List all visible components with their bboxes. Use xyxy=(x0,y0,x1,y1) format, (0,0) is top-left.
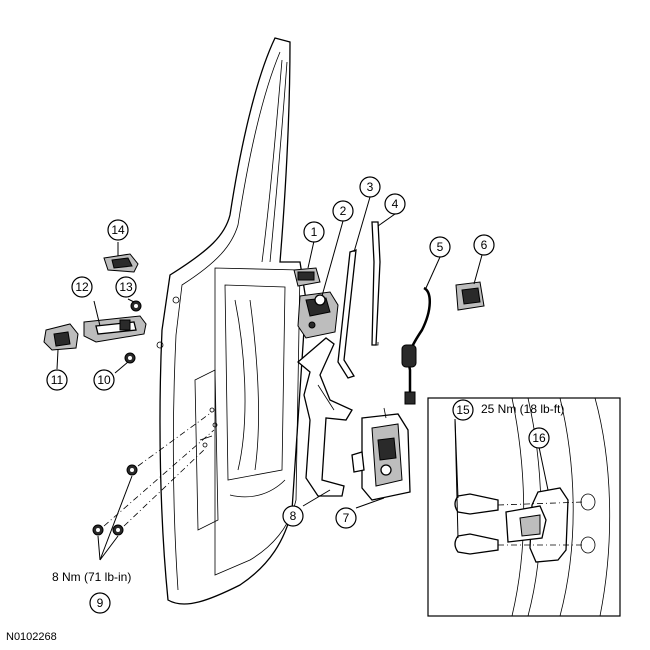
callout-5-label: 5 xyxy=(437,240,444,254)
part-11-handle-bezel xyxy=(43,323,79,351)
callout-13-label: 13 xyxy=(119,280,133,294)
part-6-switch xyxy=(455,281,485,311)
callout-1: 1 xyxy=(303,221,325,243)
callout-16-label: 16 xyxy=(532,431,546,445)
callout-9: 9 xyxy=(89,592,111,614)
door-shell xyxy=(156,37,307,605)
callout-5: 5 xyxy=(429,236,451,258)
callout-10: 10 xyxy=(93,369,115,391)
part-9-nuts xyxy=(92,411,215,536)
part-2-actuator xyxy=(297,291,339,339)
callout-3: 3 xyxy=(359,176,381,198)
part-10-nut xyxy=(124,352,136,364)
callout-11-label: 11 xyxy=(51,373,64,387)
callout-2-label: 2 xyxy=(340,204,347,218)
leader-lines xyxy=(56,196,549,561)
part-14-handle-cap xyxy=(103,253,139,273)
callout-14-label: 14 xyxy=(111,223,125,237)
callout-8-label: 8 xyxy=(290,509,297,523)
part-8-bracket xyxy=(296,337,353,497)
callout-3-label: 3 xyxy=(367,180,374,194)
callout-6-label: 6 xyxy=(481,238,488,252)
callout-4: 4 xyxy=(384,193,406,215)
part-5-cable xyxy=(401,286,431,405)
callout-12-label: 12 xyxy=(75,280,89,294)
callout-7: 7 xyxy=(335,507,357,529)
callout-9-label: 9 xyxy=(97,596,104,610)
inset-striker-detail xyxy=(427,397,621,617)
callout-8: 8 xyxy=(282,505,304,527)
part-7-door-latch xyxy=(351,407,411,501)
callout-15: 15 xyxy=(452,399,474,421)
callout-7-label: 7 xyxy=(343,511,350,525)
callout-4-label: 4 xyxy=(392,197,399,211)
callout-16: 16 xyxy=(528,427,550,449)
figure-id: N0102268 xyxy=(6,631,57,643)
callout-15-label: 15 xyxy=(456,403,470,417)
part-13-nut xyxy=(130,300,142,312)
part-12-exterior-handle xyxy=(83,315,147,343)
callout-14: 14 xyxy=(107,219,129,241)
callout-12: 12 xyxy=(71,276,93,298)
callout-11: 11 xyxy=(46,369,68,391)
callout-10-label: 10 xyxy=(97,373,111,387)
part-1-lock-cylinder xyxy=(293,267,321,287)
torque-spec-15: 25 Nm (18 lb-ft) xyxy=(481,402,564,416)
callout-13: 13 xyxy=(115,276,137,298)
callout-2: 2 xyxy=(332,200,354,222)
callout-1-label: 1 xyxy=(311,225,318,239)
torque-spec-9: 8 Nm (71 lb-in) xyxy=(52,570,131,584)
part-3-rod xyxy=(337,249,357,379)
callout-6: 6 xyxy=(473,234,495,256)
part-4-rod xyxy=(371,221,381,346)
